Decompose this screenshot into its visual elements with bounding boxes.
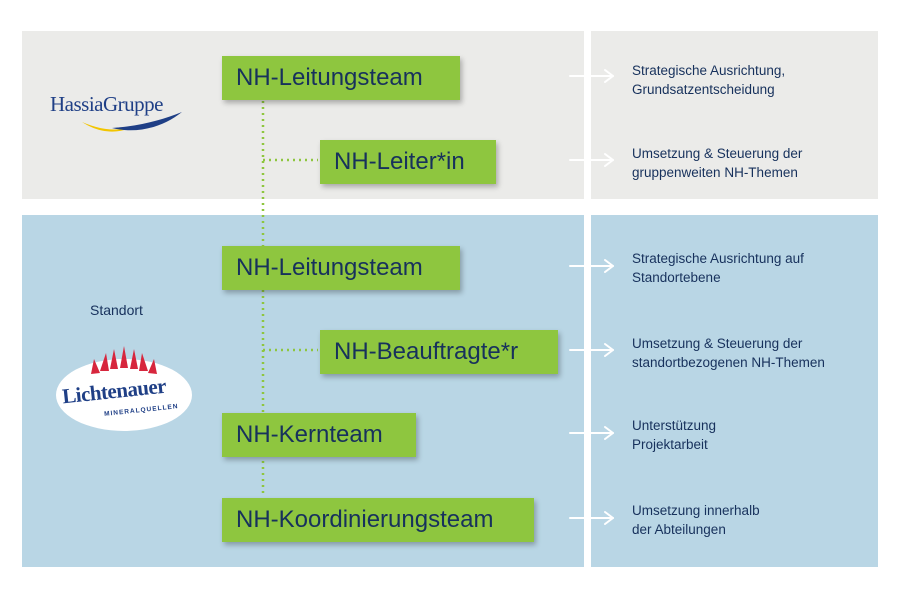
box-nh-leitungsteam-site: NH-Leitungsteam	[222, 246, 460, 290]
desc-line: Unterstützung	[632, 418, 717, 433]
desc-site-leitungsteam: Strategische Ausrichtung auf Standortebe…	[632, 249, 804, 287]
arrow-icon-4	[569, 343, 614, 357]
box-nh-koordinierungsteam: NH-Koordinierungsteam	[222, 498, 534, 542]
arrow-icon-3	[569, 259, 614, 273]
desc-leiter-in: Umsetzung & Steuerung der gruppenweiten …	[632, 144, 802, 182]
arrow-icon-6	[569, 511, 614, 525]
group-band-desc	[591, 31, 878, 199]
arrow-icon-1	[569, 69, 614, 83]
desc-line: Umsetzung & Steuerung der	[632, 336, 803, 351]
desc-line: Strategische Ausrichtung auf	[632, 251, 804, 266]
hassia-gruppe-logo: HassiaGruppe	[50, 92, 200, 138]
desc-line: Projektarbeit	[632, 437, 708, 452]
desc-line: standortbezogenen NH-Themen	[632, 355, 825, 370]
lichtenauer-logo: Lichtenauer MINERALQUELLEN	[54, 343, 194, 435]
desc-line: Strategische Ausrichtung,	[632, 63, 786, 78]
desc-line: Standortebene	[632, 270, 721, 285]
hassia-swoosh-icon	[82, 112, 182, 132]
box-nh-leiter-in: NH-Leiter*in	[320, 140, 496, 184]
desc-group-leitungsteam: Strategische Ausrichtung, Grundsatzentsc…	[632, 61, 785, 99]
arrow-icon-5	[569, 426, 614, 440]
box-nh-kernteam: NH-Kernteam	[222, 413, 416, 457]
lichtenauer-emblem-icon	[56, 346, 192, 431]
site-band-desc	[591, 215, 878, 567]
desc-line: der Abteilungen	[632, 522, 726, 537]
desc-line: gruppenweiten NH-Themen	[632, 165, 798, 180]
desc-line: Grundsatzentscheidung	[632, 82, 775, 97]
desc-line: Umsetzung & Steuerung der	[632, 146, 803, 161]
desc-line: Umsetzung innerhalb	[632, 503, 760, 518]
desc-kernteam: Unterstützung Projektarbeit	[632, 416, 716, 454]
hassia-logo-text: HassiaGruppe	[50, 92, 163, 116]
arrow-icon-2	[569, 153, 614, 167]
standort-label: Standort	[90, 302, 143, 318]
desc-koordinierungsteam: Umsetzung innerhalb der Abteilungen	[632, 501, 760, 539]
box-nh-beauftragte: NH-Beauftragte*r	[320, 330, 558, 374]
desc-beauftragte: Umsetzung & Steuerung der standortbezoge…	[632, 334, 825, 372]
box-nh-leitungsteam-group: NH-Leitungsteam	[222, 56, 460, 100]
